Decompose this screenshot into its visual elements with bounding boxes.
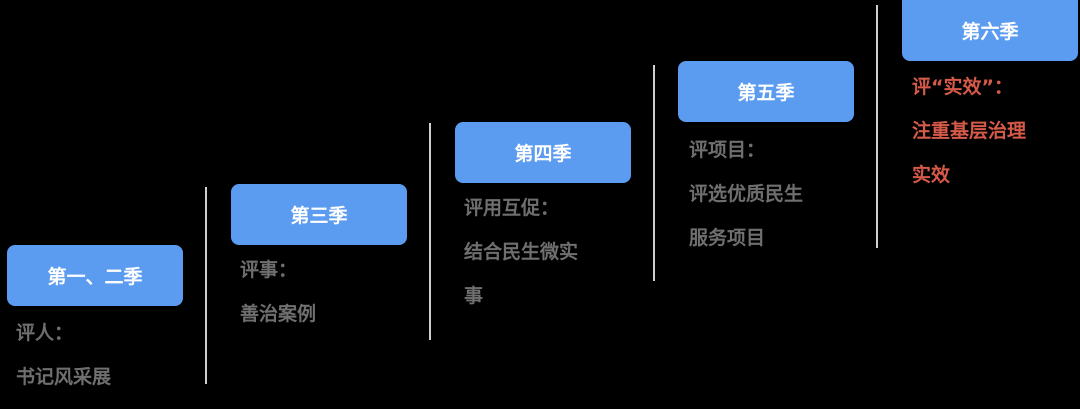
season-1-2-text: 评人： 书记风采展 — [16, 311, 111, 399]
text-line: 评人： — [16, 322, 74, 344]
text-line: 事 — [464, 285, 484, 307]
season-6-text: 评“实效”： 注重基层治理 实效 — [912, 65, 1026, 197]
season-label: 第四季 — [514, 143, 572, 165]
divider — [205, 187, 207, 384]
text-line: 结合民生微实 — [464, 241, 579, 263]
text-line: 书记风采展 — [16, 366, 112, 388]
text-line: 评事： — [240, 259, 298, 281]
season-5-box: 第五季 — [678, 61, 854, 122]
season-3-box: 第三季 — [231, 184, 407, 245]
text-line: 善治案例 — [240, 303, 317, 325]
divider — [876, 5, 878, 248]
season-label: 第六季 — [961, 21, 1019, 43]
text-line: 注重基层治理 — [912, 120, 1027, 142]
divider — [653, 65, 655, 281]
text-line: 评项目： — [689, 139, 766, 161]
season-4-box: 第四季 — [455, 122, 631, 183]
text-line: 评选优质民生 — [689, 183, 804, 205]
season-3-text: 评事： 善治案例 — [240, 248, 316, 336]
text-line: 实效 — [912, 164, 951, 186]
text-line: 评“实效”： — [912, 76, 1013, 98]
season-label: 第三季 — [290, 205, 348, 227]
text-line: 评用互促： — [464, 197, 560, 219]
text-line: 服务项目 — [689, 227, 766, 249]
season-6-box: 第六季 — [902, 0, 1078, 61]
season-4-text: 评用互促： 结合民生微实 事 — [464, 186, 578, 318]
season-5-text: 评项目： 评选优质民生 服务项目 — [689, 128, 803, 260]
season-label: 第五季 — [737, 82, 795, 104]
season-1-2-box: 第一、二季 — [7, 245, 183, 306]
season-label: 第一、二季 — [47, 266, 143, 288]
divider — [429, 123, 431, 340]
